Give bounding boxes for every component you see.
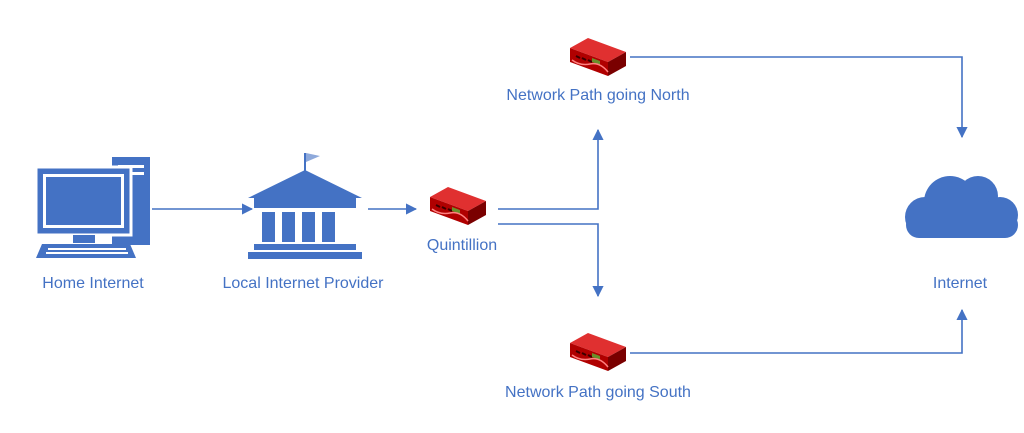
label-quintillion: Quintillion	[426, 237, 498, 254]
edge-north-internet	[630, 56, 968, 139]
router-icon-north	[569, 37, 627, 77]
desktop-computer-icon	[34, 157, 150, 258]
label-home-internet: Home Internet	[42, 275, 144, 292]
edge-quintillion-south	[498, 223, 604, 298]
institution-building-icon	[248, 153, 362, 259]
edge-south-internet	[630, 308, 968, 354]
label-network-path-north: Network Path going North	[506, 87, 690, 104]
edge-quintillion-north	[498, 128, 604, 210]
label-local-internet-provider: Local Internet Provider	[222, 275, 384, 292]
router-icon-quintillion	[429, 186, 487, 226]
cloud-icon	[905, 176, 1018, 238]
connectors	[152, 56, 968, 354]
label-network-path-south: Network Path going South	[505, 384, 691, 401]
router-icon-south	[569, 332, 627, 372]
label-internet: Internet	[932, 275, 988, 292]
